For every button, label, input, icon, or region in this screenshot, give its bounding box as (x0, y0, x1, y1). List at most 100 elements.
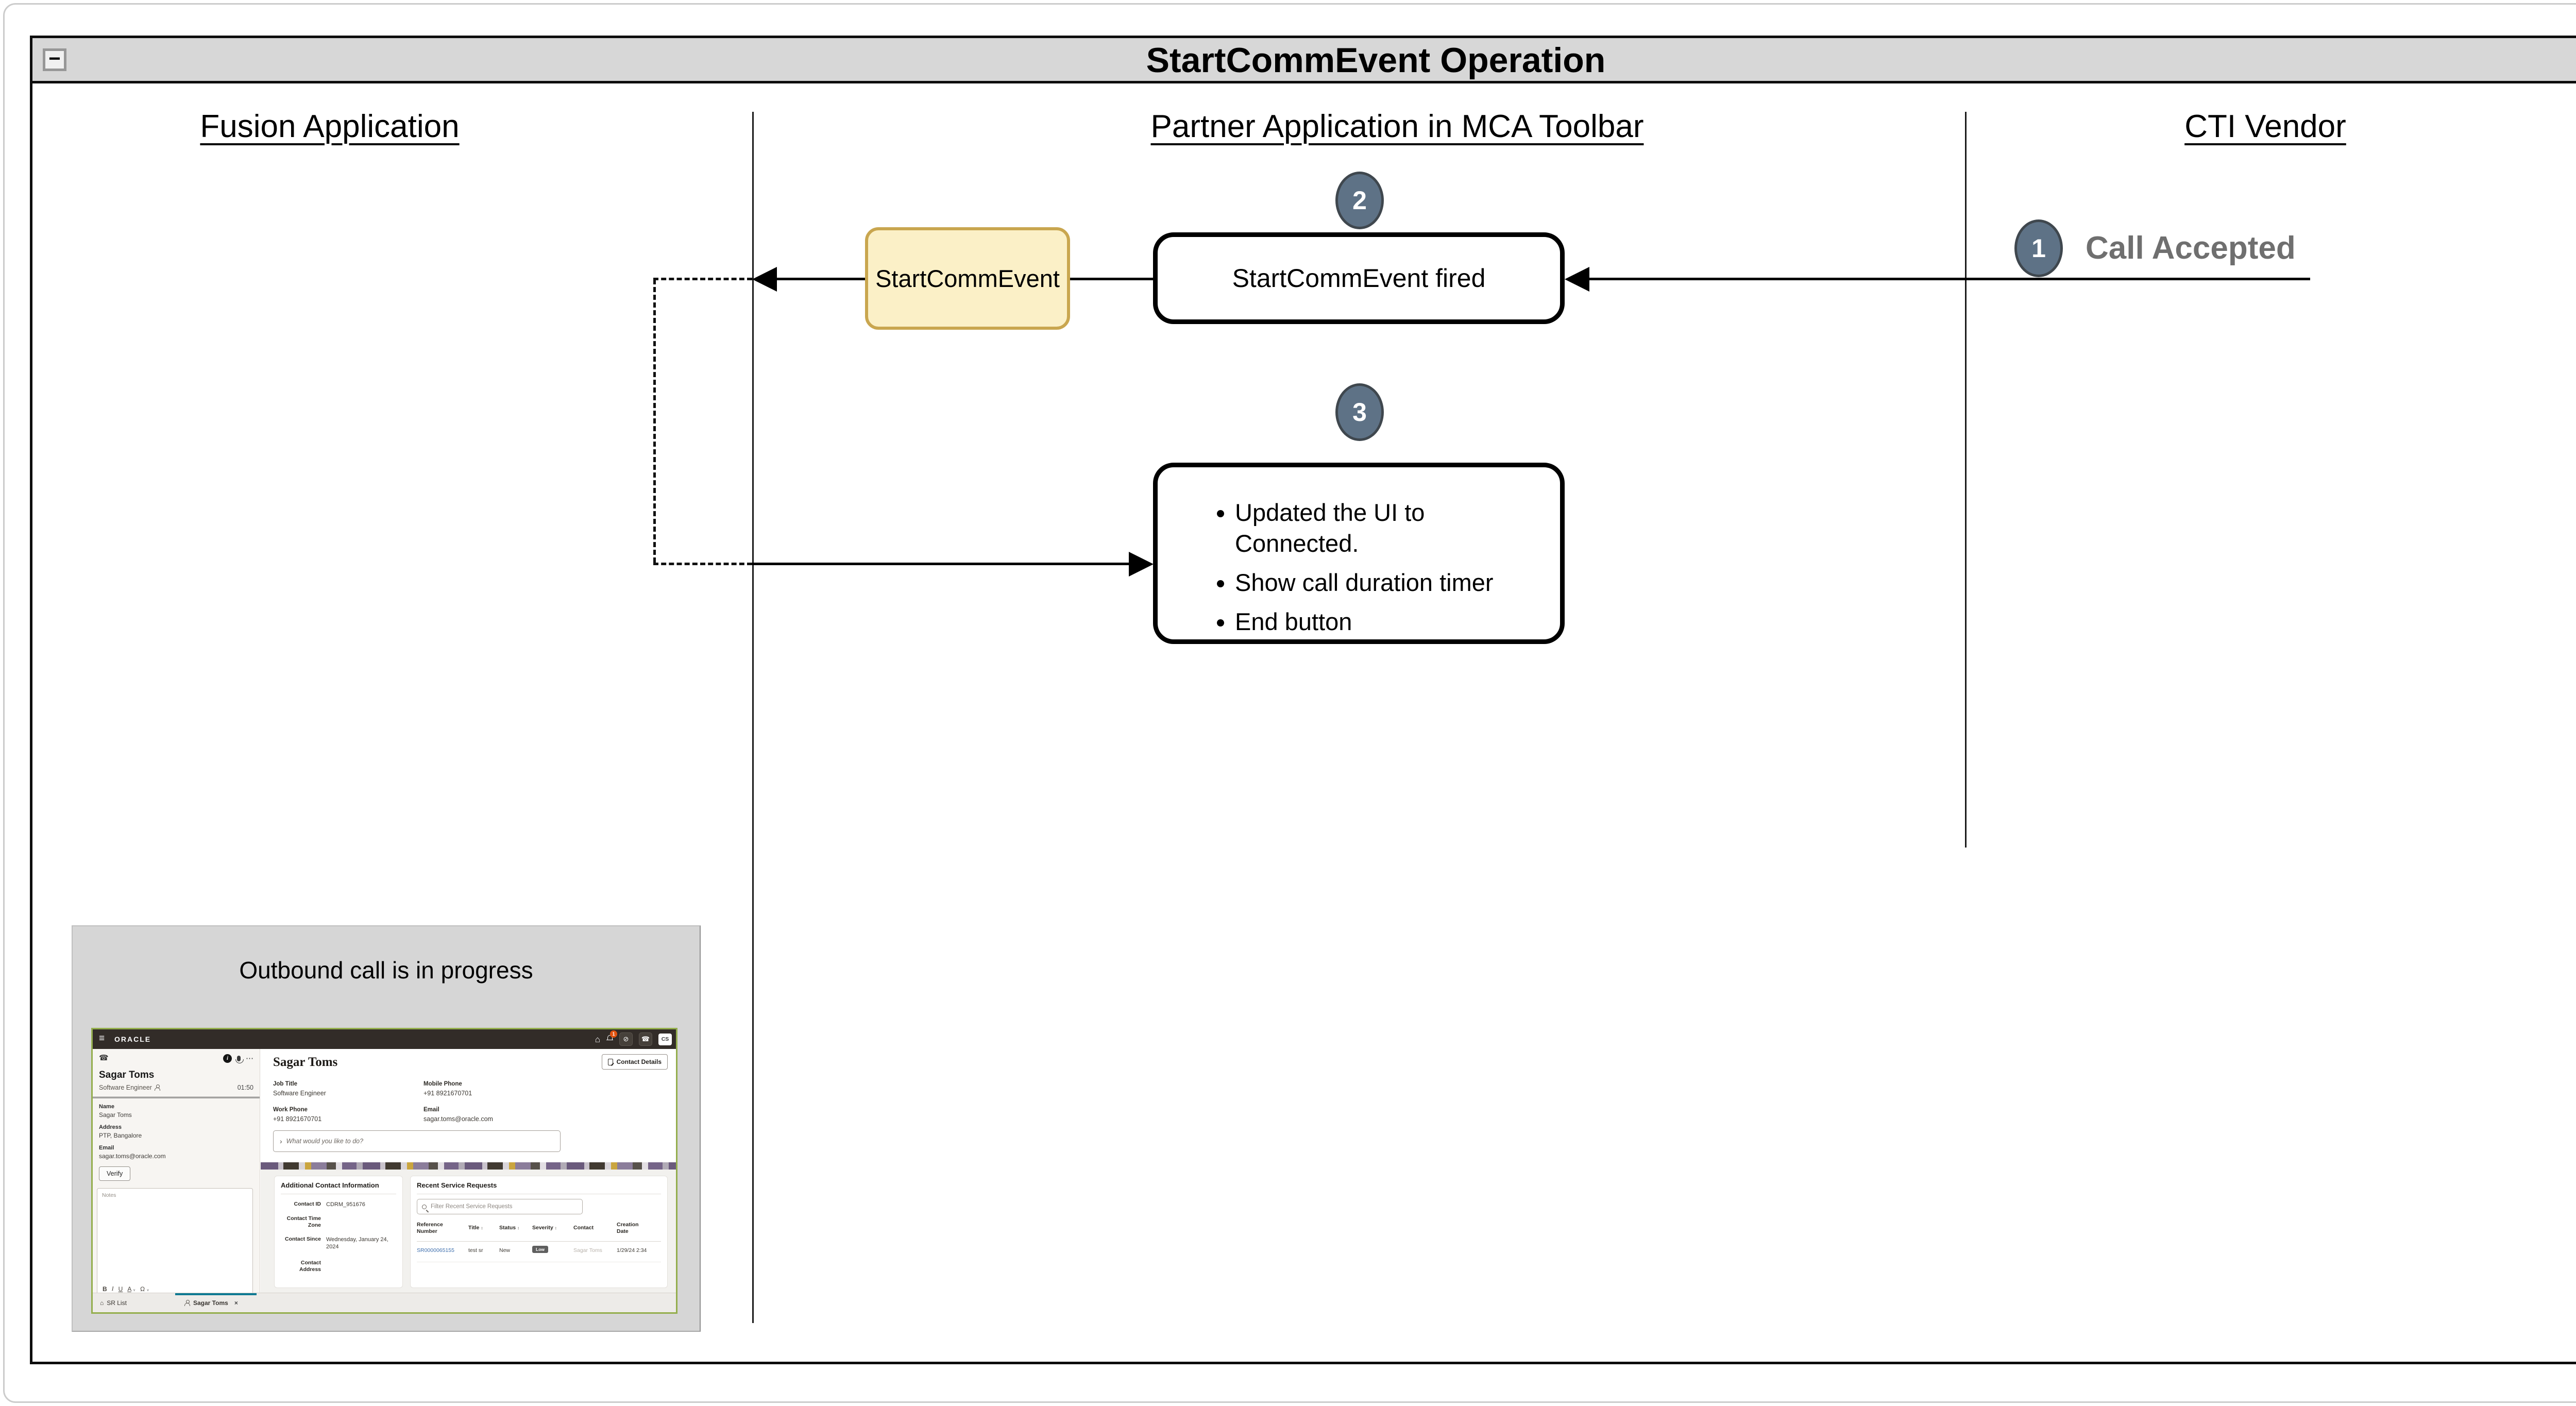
detail-email-value: sagar.toms@oracle.com (423, 1115, 493, 1123)
app-topbar: ≡ ORACLE ⌂ 1 ⊘ ☎ CS (93, 1029, 676, 1049)
tab-sr-list-label: SR List (107, 1299, 127, 1307)
oracle-logo: ORACLE (114, 1035, 151, 1043)
arrowhead-into-fusion-lifeline (752, 267, 777, 292)
phone-icon: ☎ (641, 1035, 650, 1043)
symbol-button[interactable]: Ω ∨ (140, 1285, 149, 1293)
fired-box-label: StartCommEvent fired (1232, 264, 1486, 293)
call-panel-actions: i ⋯ (223, 1054, 253, 1063)
additional-contact-card: Additional Contact Information Contact I… (274, 1176, 403, 1288)
home-icon[interactable]: ⌂ (595, 1034, 600, 1044)
col-severity[interactable]: Severity ↕ (532, 1225, 557, 1231)
bold-button[interactable]: B (103, 1285, 107, 1293)
font-color-button[interactable]: A ∨ (127, 1285, 135, 1293)
notification-badge: 1 (610, 1030, 617, 1038)
name-label: Name (99, 1104, 114, 1110)
address-value: PTP, Bangalore (99, 1132, 142, 1139)
underline-button[interactable]: U (118, 1285, 123, 1293)
step-badge-1: 1 (2014, 219, 2063, 277)
notes-format-toolbar: B I U A ∨ Ω ∨ (103, 1285, 149, 1293)
dashed-connector-bottom (653, 563, 752, 565)
home-icon: ⌂ (100, 1299, 104, 1307)
name-value: Sagar Toms (99, 1111, 132, 1119)
address-label: Address (99, 1124, 122, 1130)
notifications-button[interactable]: 1 (606, 1030, 617, 1044)
tab-contact[interactable]: Sagar Toms × (184, 1293, 238, 1313)
notes-input[interactable]: Notes B I U A ∨ Ω ∨ (97, 1188, 253, 1297)
contact-id-label: Contact ID (294, 1201, 321, 1207)
step-badge-2: 2 (1335, 172, 1384, 229)
sr-reference-link[interactable]: SR0000065155 (417, 1247, 454, 1253)
lane-header-cti: CTI Vendor (2184, 109, 2346, 144)
sr-title-cell: test sr (468, 1247, 483, 1253)
person-icon (154, 1085, 160, 1091)
sr-status-cell: New (499, 1247, 511, 1253)
sr-contact-cell: Sagar Toms (573, 1247, 602, 1253)
caller-role-text: Software Engineer (99, 1084, 152, 1091)
update-box: Updated the UI to Connected. Show call d… (1153, 463, 1565, 644)
caller-name: Sagar Toms (99, 1070, 155, 1080)
screenshot-caption: Outbound call is in progress (239, 957, 533, 984)
bullet-item: Show call duration timer (1235, 567, 1534, 598)
dashed-connector-top (653, 278, 752, 280)
symbol-label: Ω (140, 1285, 145, 1293)
sort-icon: ↕ (481, 1226, 483, 1230)
additional-contact-title: Additional Contact Information (281, 1181, 379, 1189)
diagram-title: StartCommEvent Operation (1146, 41, 1606, 80)
divider (93, 1097, 260, 1098)
col-creation-date: Creation Date (617, 1222, 639, 1235)
italic-button[interactable]: I (111, 1285, 114, 1292)
col-reference-number[interactable]: Reference Number (417, 1222, 443, 1235)
service-requests-card: Recent Service Requests Filter Recent Se… (410, 1176, 668, 1288)
contact-address-label: Contact Address (299, 1260, 321, 1273)
close-icon[interactable]: × (234, 1299, 238, 1307)
app-footer-tabs: ⌂ SR List Sagar Toms × (93, 1293, 676, 1312)
call-phone-icon: ☎ (99, 1054, 109, 1062)
microphone-icon[interactable] (235, 1055, 244, 1063)
hamburger-menu-icon[interactable]: ≡ (99, 1033, 105, 1044)
sr-filter-input[interactable]: Filter Recent Service Requests (417, 1199, 583, 1214)
screenshot-panel: Outbound call is in progress ≡ ORACLE ⌂ … (72, 925, 701, 1332)
collapse-icon[interactable]: − (43, 48, 66, 71)
event-box-label: StartCommEvent (875, 265, 1060, 292)
verify-button[interactable]: Verify (99, 1166, 131, 1181)
embedded-screenshot: ≡ ORACLE ⌂ 1 ⊘ ☎ CS ☎ (91, 1028, 677, 1314)
tab-contact-label: Sagar Toms (193, 1299, 228, 1307)
fired-box: StartCommEvent fired (1153, 232, 1565, 324)
job-title-label: Job Title (273, 1081, 298, 1087)
decorative-banner (261, 1162, 676, 1170)
info-icon[interactable]: i (223, 1054, 232, 1063)
topbar-actions: ⌂ 1 ⊘ ☎ CS (595, 1029, 672, 1049)
bullet-item: End button (1235, 606, 1534, 637)
col-status-label: Status (499, 1225, 516, 1231)
contact-detail-panel: Sagar Toms Contact Details Job Title Sof… (261, 1049, 676, 1293)
action-prompt-input[interactable]: › What would you like to do? (273, 1130, 561, 1152)
search-icon (422, 1204, 427, 1209)
phone-toolbar-button[interactable]: ☎ (639, 1032, 652, 1046)
col-title-label: Title (468, 1225, 480, 1231)
arrow-cti-to-partner (1587, 278, 2310, 280)
email-value: sagar.toms@oracle.com (99, 1153, 166, 1160)
detail-email-label: Email (423, 1107, 439, 1113)
sort-icon: ↕ (554, 1226, 557, 1230)
sort-icon: ↕ (517, 1226, 520, 1230)
contact-details-button[interactable]: Contact Details (601, 1054, 668, 1070)
tab-sr-list[interactable]: ⌂ SR List (100, 1293, 127, 1313)
arrowhead-into-update-box (1129, 552, 1154, 577)
sr-filter-placeholder: Filter Recent Service Requests (431, 1204, 513, 1210)
caller-role: Software Engineer (99, 1084, 160, 1091)
more-options-icon[interactable]: ⋯ (246, 1054, 253, 1063)
col-title[interactable]: Title ↕ (468, 1225, 483, 1231)
font-color-label: A (127, 1285, 131, 1293)
agent-status-button[interactable]: ⊘ (619, 1032, 633, 1046)
page-border (3, 3, 2576, 1403)
col-status[interactable]: Status ↕ (499, 1225, 519, 1231)
event-box: StartCommEvent (865, 227, 1070, 330)
job-title-value: Software Engineer (273, 1090, 326, 1097)
email-label: Email (99, 1145, 114, 1151)
active-tab-indicator (175, 1293, 257, 1295)
lifeline-fusion-partner (752, 112, 754, 1323)
call-panel: ☎ i ⋯ Sagar Toms Software Engineer 01:50… (93, 1049, 260, 1297)
update-box-bullets: Updated the UI to Connected. Show call d… (1235, 497, 1534, 637)
avatar[interactable]: CS (658, 1033, 672, 1045)
